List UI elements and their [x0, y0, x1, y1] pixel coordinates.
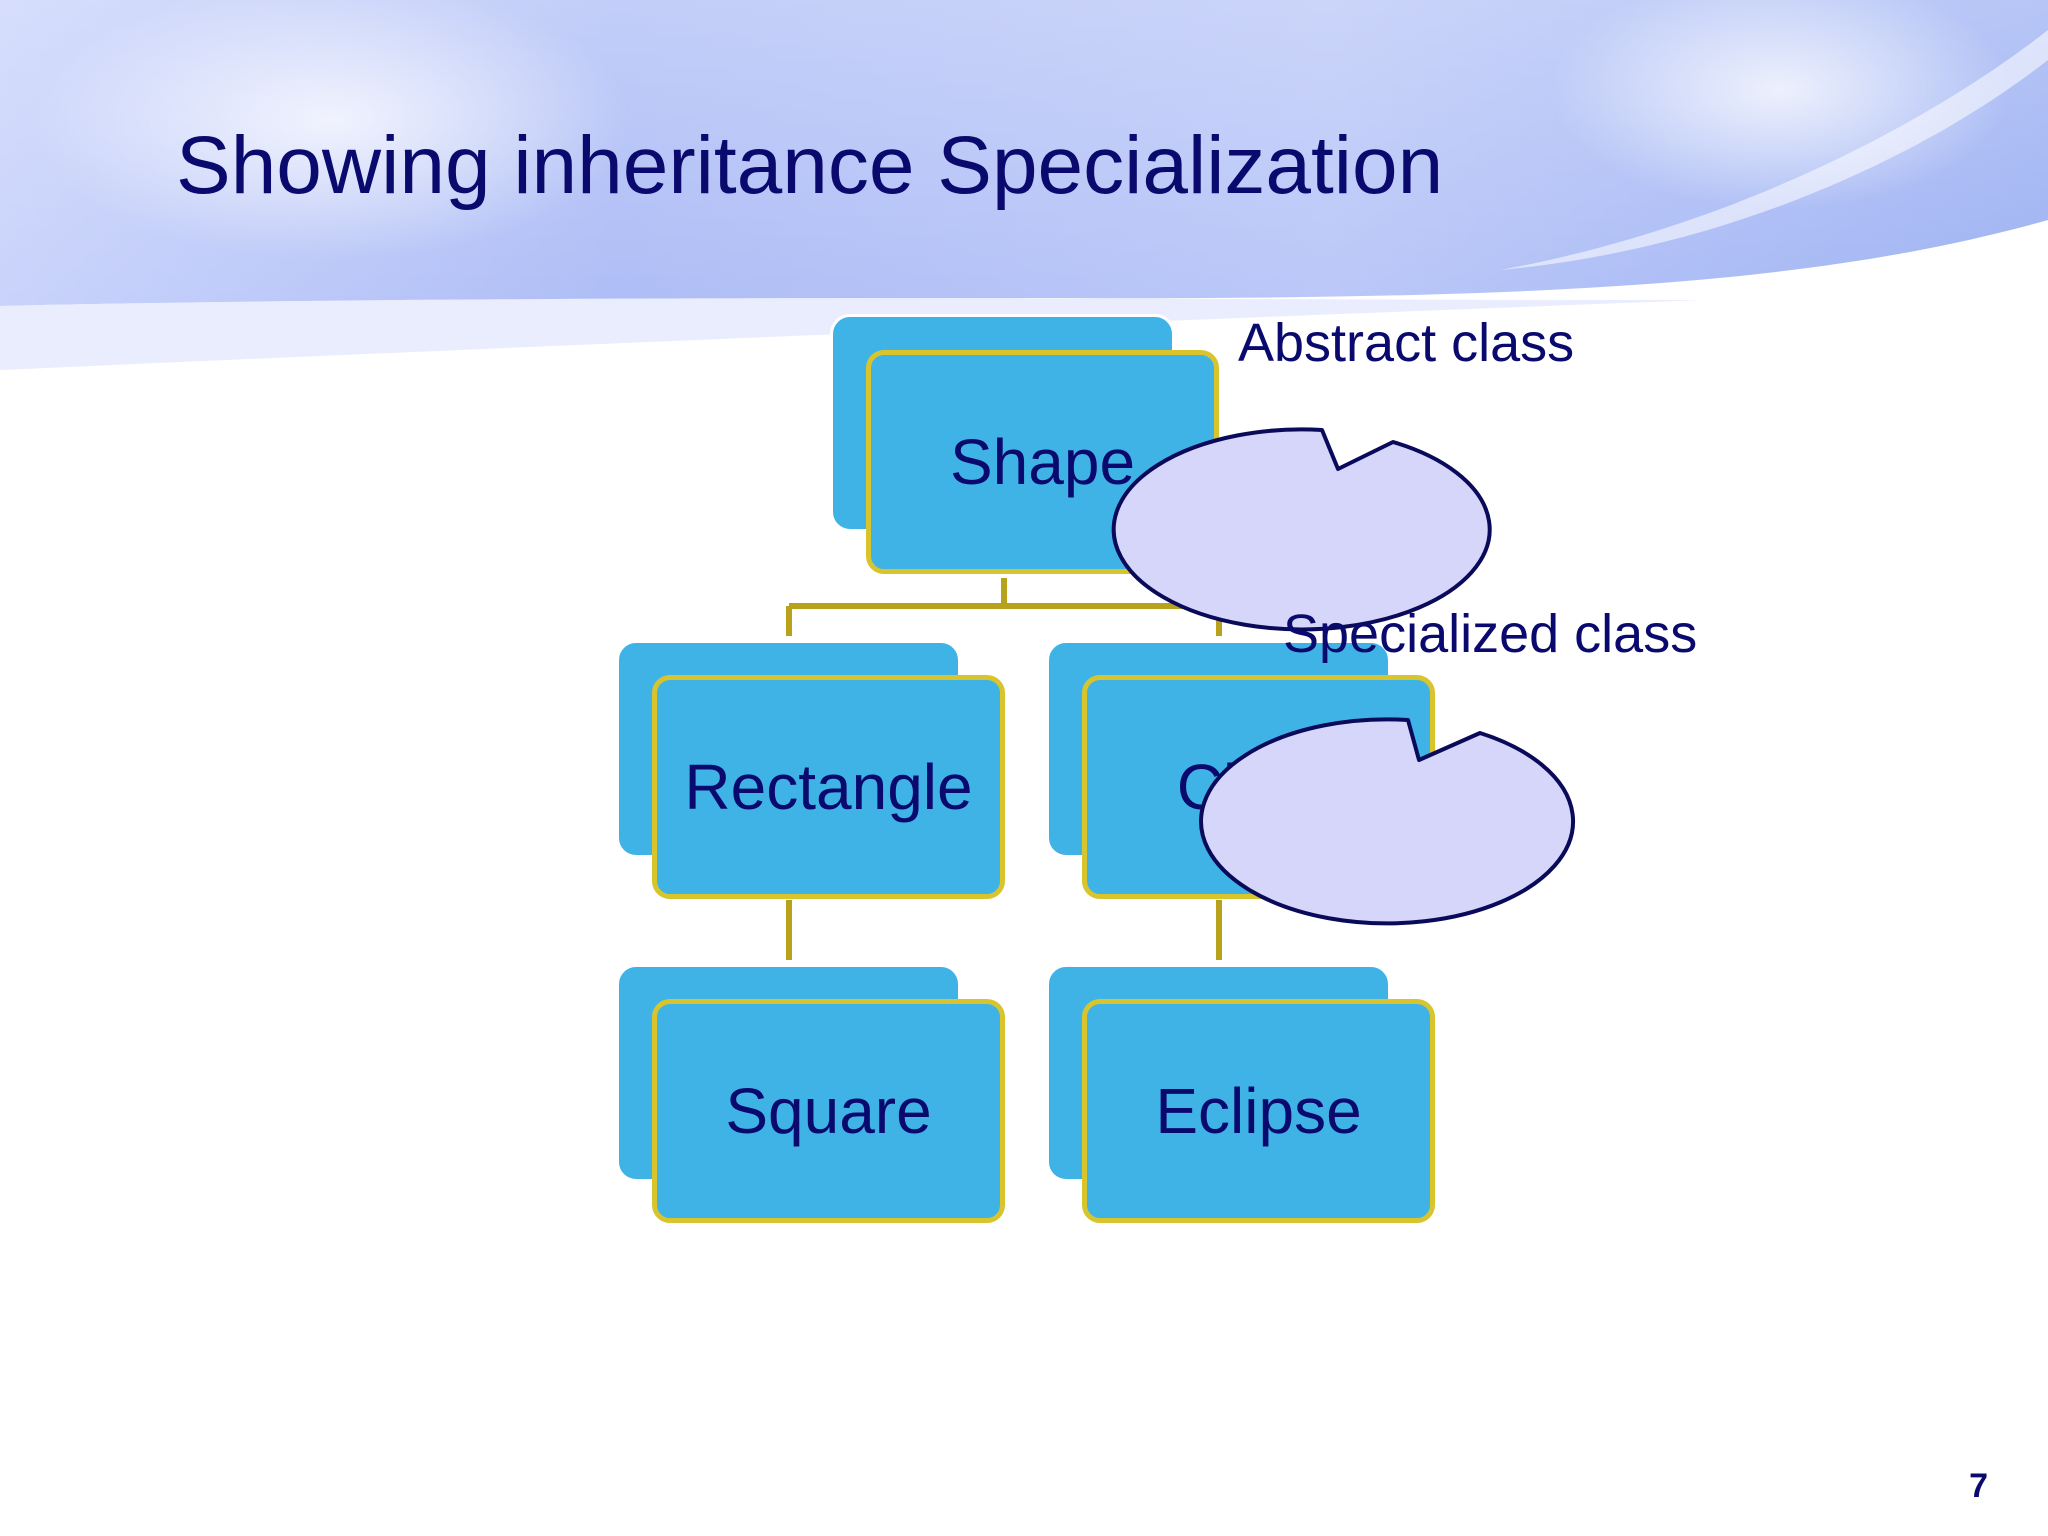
node-shape: Shape — [866, 350, 1219, 574]
node-rectangle: Rectangle — [652, 675, 1005, 899]
callout-abstract-text: Abstract class — [1238, 313, 1575, 373]
page-number: 7 — [1969, 1467, 1988, 1505]
node-circle: Circle — [1082, 675, 1435, 899]
callout-specialized-text: Specialized class — [1283, 604, 1698, 664]
slide-title: Showing inheritance Specialization — [176, 120, 1444, 211]
node-square: Square — [652, 999, 1005, 1223]
node-eclipse: Eclipse — [1082, 999, 1435, 1223]
